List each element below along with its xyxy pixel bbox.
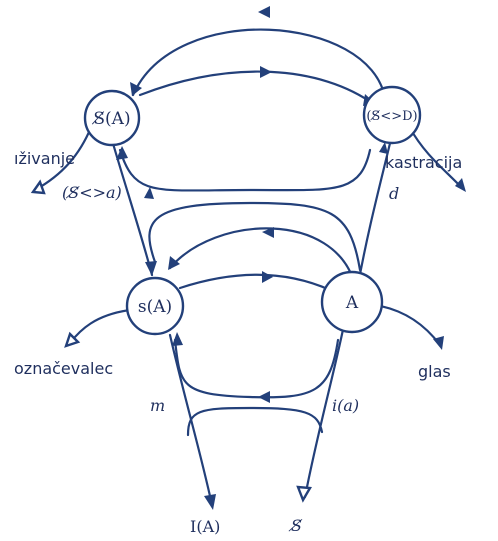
node-mid-left xyxy=(125,276,185,336)
arrow-upper-inner xyxy=(260,66,272,78)
label-top-right-outlet: kastracija xyxy=(385,153,462,172)
top-right-outlet-curve xyxy=(408,126,464,190)
arrow-lower-outer xyxy=(262,227,274,238)
node-mid-left-label: s(A) xyxy=(138,297,172,317)
arrow-lower-outer-end xyxy=(168,256,180,270)
arrow-right-vertical xyxy=(379,142,388,154)
arrow-top-right-outlet xyxy=(455,178,466,192)
top-left-outlet-curve xyxy=(33,123,94,192)
arrow-left-descender-bottom xyxy=(204,494,216,510)
label-lower-left-path: m xyxy=(150,396,165,415)
label-left-path: (S̸<>a) xyxy=(62,183,122,202)
upper-return-line xyxy=(118,148,372,192)
arrow-left-descender-up xyxy=(172,332,183,346)
lower-inner-arc xyxy=(178,273,332,292)
right-ascender xyxy=(303,318,347,499)
node-top-left-label: S̸(A) xyxy=(91,109,131,129)
node-top-left xyxy=(83,89,141,147)
mid-right-outlet-curve xyxy=(373,303,442,347)
label-right-path: d xyxy=(389,184,399,203)
lower-inner-line xyxy=(186,406,324,437)
arrow-left-vertical-up xyxy=(116,146,128,160)
label-bottom-left: I(A) xyxy=(190,517,220,536)
node-mid-right-label: A xyxy=(345,293,359,313)
mid-left-outlet-curve xyxy=(68,308,132,345)
upper-outer-arc xyxy=(131,28,387,100)
arrow-lower-inner xyxy=(262,271,273,283)
arrow-upper-lower-line xyxy=(144,187,154,199)
lower-return-line xyxy=(173,338,340,399)
left-vertical-upper xyxy=(110,138,154,277)
label-bottom-right: S̸ xyxy=(288,516,303,535)
arrow-upper-outer xyxy=(258,6,270,18)
left-descender xyxy=(168,333,214,507)
upper-inner-arc xyxy=(138,70,377,107)
right-vertical-upper xyxy=(356,133,394,287)
tail-mid-left xyxy=(64,331,81,348)
label-lower-right-path: i(a) xyxy=(332,396,359,415)
label-mid-right-outlet: glas xyxy=(418,362,451,381)
upper-lower-line xyxy=(148,201,362,272)
arrow-left-vertical-down xyxy=(145,261,157,276)
arrow-upper-outer-end xyxy=(130,82,142,96)
tail-bottom-right xyxy=(296,485,312,503)
tail-top-left xyxy=(30,179,46,195)
label-mid-left-outlet: označevalec xyxy=(14,359,113,378)
node-top-right-label: (S̸<>D) xyxy=(366,109,417,124)
node-top-right xyxy=(362,85,422,145)
arrow-mid-right-outlet xyxy=(433,336,444,350)
arrow-lower-inner-line xyxy=(258,391,270,403)
label-top-left-outlet: ıživanje xyxy=(14,149,75,168)
node-mid-right xyxy=(320,270,384,334)
